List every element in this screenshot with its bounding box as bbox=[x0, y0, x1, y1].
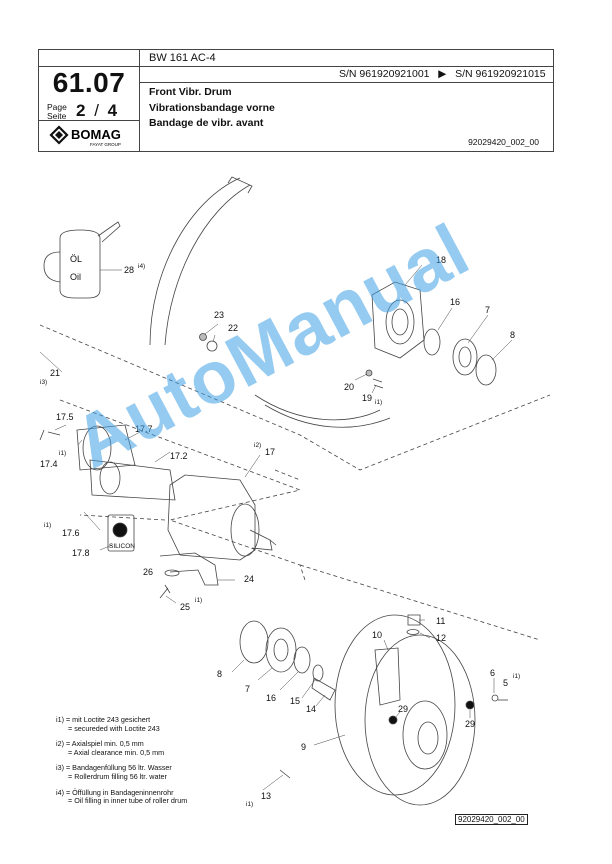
bearing bbox=[452, 338, 478, 376]
part-label-7: 7 bbox=[485, 305, 490, 315]
part-note-13: i1) bbox=[246, 801, 253, 808]
bottom-drawing-ref: 92029420_002_00 bbox=[455, 814, 528, 825]
brand-name: BOMAG bbox=[71, 127, 121, 142]
seal-lower bbox=[293, 646, 311, 674]
part-label-19: 19 bbox=[362, 393, 372, 403]
part-note-21: i3) bbox=[40, 379, 47, 386]
footnote-i3: i3) = Bandagenfüllung 56 ltr. Wasser = R… bbox=[56, 763, 172, 781]
silicon-label: SILICON bbox=[109, 543, 135, 550]
part-label-13: 13 bbox=[261, 791, 271, 801]
part-note-25: i1) bbox=[195, 597, 202, 604]
footnote-i4: i4) = Öffüllung in Bandageninnenrohr = O… bbox=[56, 787, 188, 806]
part-label-11: 11 bbox=[436, 616, 445, 626]
part-label-9: 9 bbox=[301, 742, 306, 752]
part-label-28: 28 bbox=[124, 265, 134, 275]
exciter-housing bbox=[167, 474, 277, 561]
part-label-26: 26 bbox=[143, 567, 153, 577]
part-note-17: i2) bbox=[254, 442, 261, 449]
divider bbox=[39, 66, 139, 67]
part-label-23: 23 bbox=[214, 310, 224, 320]
part-label-16-lower: 16 bbox=[266, 693, 276, 703]
part-note-17-4: i1) bbox=[59, 450, 66, 457]
divider bbox=[39, 120, 139, 121]
page-number: 2 / 4 bbox=[76, 101, 118, 120]
drum-wheel-flange bbox=[334, 614, 476, 806]
part-label-17-6: 17.6 bbox=[62, 528, 80, 538]
part-label-10: 10 bbox=[372, 630, 382, 640]
serial-arrow-icon: ▶ bbox=[438, 68, 447, 80]
bomag-logo: BOMAG FAYAT GROUP bbox=[49, 125, 121, 147]
part-label-6: 6 bbox=[490, 668, 495, 678]
part-label-29-left: 29 bbox=[398, 704, 408, 714]
part-note-17-6: i1) bbox=[44, 522, 51, 529]
title-en: Front Vibr. Drum bbox=[149, 86, 232, 98]
bracket bbox=[159, 552, 219, 586]
bomag-logo-icon bbox=[49, 125, 69, 145]
oil-can-icon bbox=[43, 221, 121, 299]
title-de: Vibrationsbandage vorne bbox=[149, 102, 275, 114]
serial-to: S/N 961920921015 bbox=[455, 68, 546, 80]
bearing-lower bbox=[265, 627, 297, 673]
divider bbox=[139, 50, 140, 151]
drum-shell bbox=[149, 177, 241, 346]
page-label: Page Seite bbox=[47, 102, 67, 121]
model-name: BW 161 AC-4 bbox=[149, 52, 216, 64]
part-label-29-right: 29 bbox=[465, 719, 475, 729]
part-label-8-lower: 8 bbox=[217, 669, 222, 679]
footnote-i1: i1) = mit Loctite 243 gesichert = secure… bbox=[56, 715, 160, 733]
title-block: BW 161 AC-4 S/N 961920921001 ▶ S/N 96192… bbox=[38, 49, 554, 152]
part-label-16: 16 bbox=[450, 297, 460, 307]
can-text-oel: ÖL bbox=[70, 254, 82, 264]
part-note-19: i1) bbox=[375, 399, 382, 406]
part-label-17-4: 17.4 bbox=[40, 459, 58, 469]
divider bbox=[139, 82, 553, 83]
part-label-17: 17 bbox=[265, 447, 275, 457]
exploded-view-drawing: ÖL Oil SILICON 28 i4) 18 16 7 8 23 22 21… bbox=[39, 176, 551, 808]
part-label-21: 21 bbox=[50, 368, 60, 378]
part-label-14: 14 bbox=[306, 704, 316, 714]
divider bbox=[139, 66, 553, 67]
part-label-15: 15 bbox=[290, 696, 300, 706]
shaft-seal bbox=[423, 328, 441, 356]
assembly-line bbox=[39, 324, 551, 471]
brand-sub: FAYAT GROUP bbox=[90, 142, 121, 147]
part-label-12: 12 bbox=[436, 633, 446, 643]
part-label-7-lower: 7 bbox=[245, 684, 250, 694]
drawing-ref: 92029420_002_00 bbox=[468, 137, 539, 147]
part-label-17-8: 17.8 bbox=[72, 548, 90, 558]
part-label-17-5: 17.5 bbox=[56, 412, 74, 422]
sleeve bbox=[311, 677, 336, 701]
part-label-20: 20 bbox=[344, 382, 354, 392]
part-label-8: 8 bbox=[510, 330, 515, 340]
part-label-22: 22 bbox=[228, 323, 238, 333]
part-label-17-7: 17.7 bbox=[135, 424, 153, 434]
part-label-24: 24 bbox=[244, 574, 254, 584]
circlip-lower bbox=[239, 620, 269, 664]
part-note-5: i1) bbox=[513, 673, 520, 680]
serial-range: S/N 961920921001 ▶ S/N 961920921015 bbox=[339, 68, 546, 80]
section-code: 61.07 bbox=[52, 67, 126, 98]
circlip bbox=[475, 354, 497, 386]
part-label-25: 25 bbox=[180, 602, 190, 612]
part-label-18: 18 bbox=[436, 255, 446, 265]
footnotes: i1) = mit Loctite 243 gesichert = secure… bbox=[56, 715, 188, 813]
footnote-i2: i2) = Axialspiel min. 0,5 mm = Axial cle… bbox=[56, 739, 165, 757]
can-text-oil: Oil bbox=[70, 272, 81, 282]
exciter-shaft bbox=[39, 424, 176, 501]
serial-from: S/N 961920921001 bbox=[339, 68, 430, 80]
silicon-bottle-icon bbox=[107, 514, 135, 552]
title-fr: Bandage de vibr. avant bbox=[149, 117, 264, 129]
part-note-28: i4) bbox=[138, 263, 145, 270]
part-label-5: 5 bbox=[503, 678, 508, 688]
part-label-17-2: 17.2 bbox=[170, 451, 188, 461]
